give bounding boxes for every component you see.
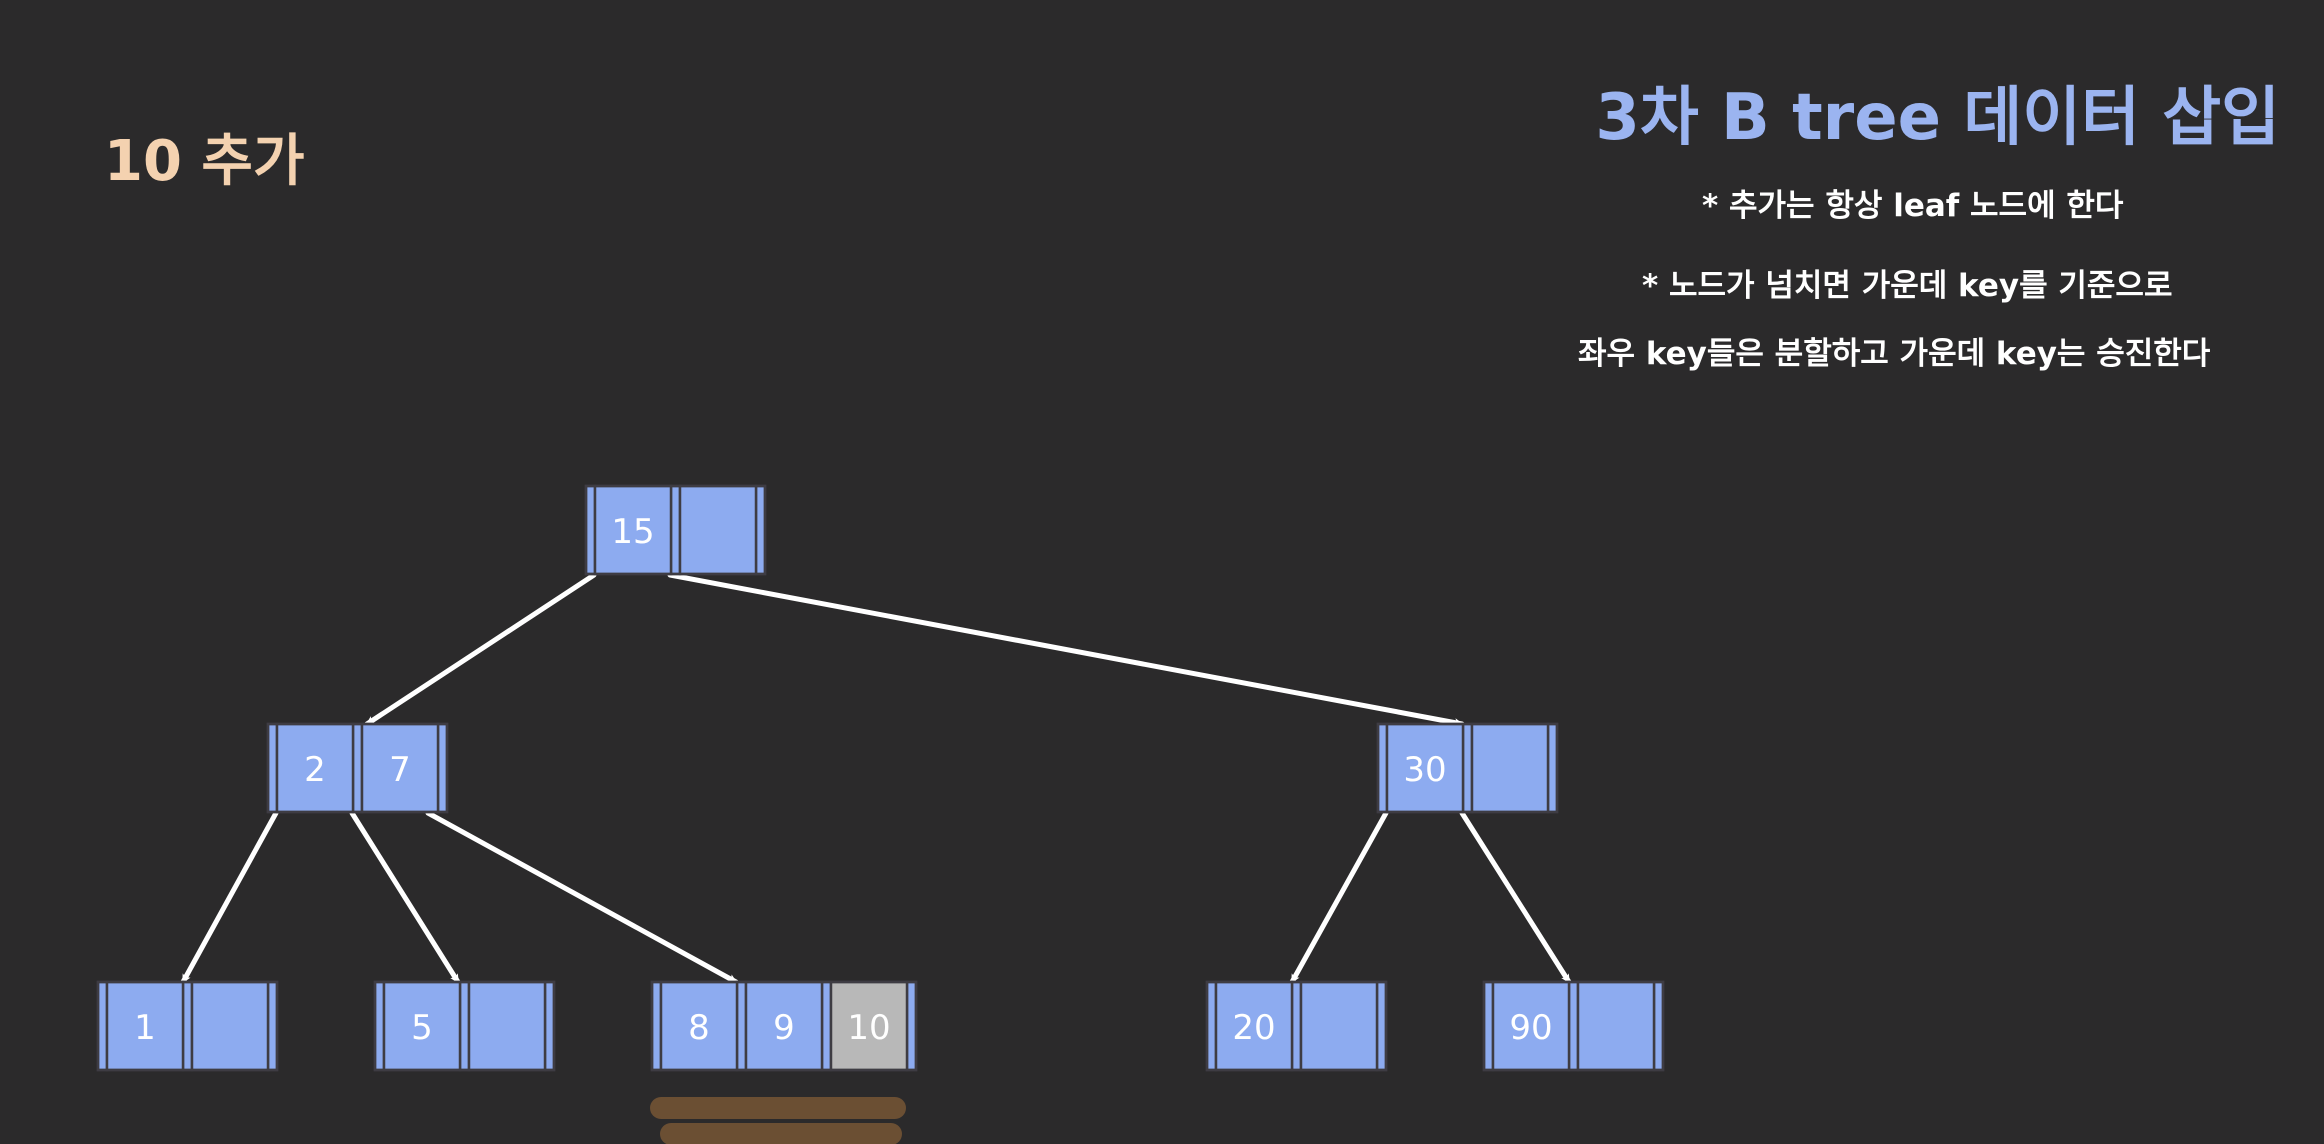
pointer-slot	[543, 980, 556, 1072]
rule-note-split-promote: 좌우 key들은 분할하고 가운데 key는 승진한다	[1578, 336, 2211, 372]
key-label: 90	[1509, 1008, 1552, 1048]
pointer-slot	[1482, 980, 1495, 1072]
key-slot	[744, 980, 824, 1072]
edge-left-to-leaf-5	[349, 810, 461, 985]
pointer-slot	[1376, 722, 1389, 814]
node-leaf-5: 5	[373, 980, 556, 1072]
step-label: 10 추가	[104, 129, 305, 194]
edge-left-to-leaf-1	[180, 810, 279, 985]
key-label: 7	[389, 750, 411, 790]
node-border	[373, 980, 556, 1072]
highlight-bar-top	[650, 1097, 906, 1119]
pointer-slot	[1461, 722, 1474, 814]
key-label: 8	[688, 1008, 710, 1048]
pointer-slot	[754, 484, 767, 576]
pointer-slot	[458, 980, 471, 1072]
node-leaf-1: 1	[96, 980, 279, 1072]
key-slot	[1214, 980, 1294, 1072]
key-label: 2	[304, 750, 326, 790]
node-right: 30	[1376, 722, 1559, 814]
pointer-slot	[436, 722, 449, 814]
diagram-title: 3차 B tree 데이터 삽입	[1595, 81, 2280, 155]
node-root: 15	[584, 484, 767, 576]
edge-left-to-leaf-8-9-10	[425, 810, 739, 985]
pointer-slot	[735, 980, 748, 1072]
node-border	[650, 980, 918, 1072]
node-border	[96, 980, 279, 1072]
key-slot	[360, 722, 440, 814]
node-border	[1205, 980, 1388, 1072]
key-slot	[1470, 722, 1550, 814]
node-border	[1482, 980, 1665, 1072]
pointer-slot	[1205, 980, 1218, 1072]
key-label: 15	[611, 512, 654, 552]
highlight-bar-bottom	[660, 1123, 902, 1144]
overflow-key-slot	[829, 980, 909, 1072]
pointer-slot	[181, 980, 194, 1072]
pointer-slot	[266, 980, 279, 1072]
pointer-slot	[1546, 722, 1559, 814]
node-leaf-20: 20	[1205, 980, 1388, 1072]
edge-root-to-right	[667, 572, 1465, 728]
key-label: 10	[847, 1008, 890, 1048]
edge-root-to-left	[364, 572, 597, 727]
pointer-slot	[669, 484, 682, 576]
node-border	[1376, 722, 1559, 814]
pointer-slot	[96, 980, 109, 1072]
key-label: 30	[1403, 750, 1446, 790]
pointer-slot	[650, 980, 663, 1072]
pointer-slot	[1652, 980, 1665, 1072]
pointer-slot	[820, 980, 833, 1072]
pointer-slot	[1375, 980, 1388, 1072]
edge-right-to-leaf-90	[1459, 810, 1572, 985]
key-slot	[678, 484, 758, 576]
pointer-slot	[1567, 980, 1580, 1072]
node-border	[266, 722, 449, 814]
key-label: 1	[134, 1008, 156, 1048]
key-slot	[190, 980, 270, 1072]
pointer-slot	[351, 722, 364, 814]
pointer-slot	[266, 722, 279, 814]
key-slot	[1576, 980, 1656, 1072]
key-slot	[467, 980, 547, 1072]
node-border	[584, 484, 767, 576]
key-label: 9	[773, 1008, 795, 1048]
key-label: 20	[1232, 1008, 1275, 1048]
key-label: 5	[411, 1008, 433, 1048]
node-leaf-90: 90	[1482, 980, 1665, 1072]
tree-edges	[180, 572, 1572, 985]
key-slot	[1299, 980, 1379, 1072]
highlight-underline	[650, 1097, 906, 1144]
edge-right-to-leaf-20	[1289, 810, 1389, 985]
pointer-slot	[905, 980, 918, 1072]
rule-note-overflow: * 노드가 넘치면 가운데 key를 기준으로	[1642, 268, 2173, 304]
pointer-slot	[373, 980, 386, 1072]
node-leaf-8-9-10: 8 9 10	[650, 980, 918, 1072]
rule-note-insert-leaf: * 추가는 항상 leaf 노드에 한다	[1702, 188, 2124, 224]
pointer-slot	[1290, 980, 1303, 1072]
pointer-slot	[584, 484, 597, 576]
